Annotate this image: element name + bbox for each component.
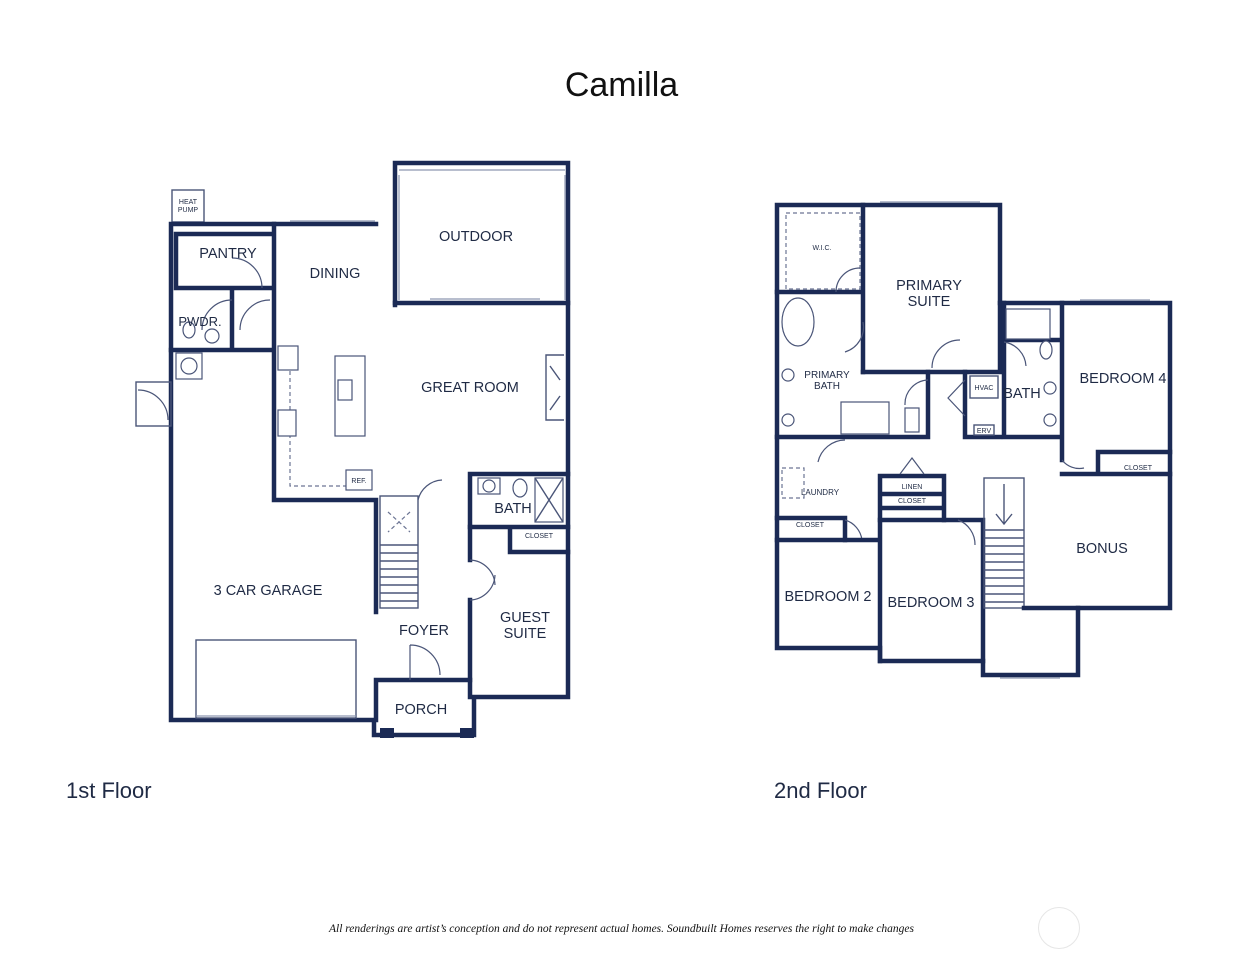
label-outdoor: OUTDOOR — [439, 229, 513, 245]
label-porch: PORCH — [395, 702, 447, 718]
label-dining: DINING — [310, 266, 361, 282]
label-erv: ERV — [977, 428, 992, 435]
label-bedroom-4: BEDROOM 4 — [1079, 371, 1166, 387]
first-floor-plan — [135, 160, 571, 738]
watermark-logo — [1038, 907, 1080, 949]
label-wic: W.I.C. — [812, 245, 831, 252]
label-closet: CLOSET — [525, 533, 554, 540]
label-linen-closet: CLOSET — [898, 498, 927, 505]
label-ref: REF. — [351, 478, 366, 485]
label-foyer: FOYER — [399, 623, 449, 639]
label-closet-bedroom-4: CLOSET — [1124, 465, 1153, 472]
label-closet-bedroom-2: CLOSET — [796, 522, 825, 529]
second-floor-plan — [774, 201, 1173, 679]
label-pantry: PANTRY — [199, 246, 257, 262]
label-laundry: LAUNDRY — [801, 488, 840, 497]
label-great-room: GREAT ROOM — [421, 380, 519, 396]
label-bath: BATH — [494, 501, 532, 517]
label-hvac: HVAC — [975, 385, 994, 392]
label-bonus: BONUS — [1076, 541, 1128, 557]
disclaimer-text: All renderings are artist’s conception a… — [328, 923, 915, 935]
heat-pump-unit — [171, 189, 205, 223]
label-bath-2: BATH — [1003, 386, 1041, 402]
page-title: Camilla — [564, 66, 679, 104]
second-floor-label: 2nd Floor — [774, 778, 867, 803]
first-floor-label: 1st Floor — [66, 778, 152, 803]
label-garage: 3 CAR GARAGE — [214, 583, 323, 599]
label-bedroom-3: BEDROOM 3 — [887, 595, 974, 611]
label-pwdr: PWDR. — [178, 314, 221, 329]
label-bedroom-2: BEDROOM 2 — [784, 589, 871, 605]
label-linen: LINEN — [902, 484, 923, 491]
